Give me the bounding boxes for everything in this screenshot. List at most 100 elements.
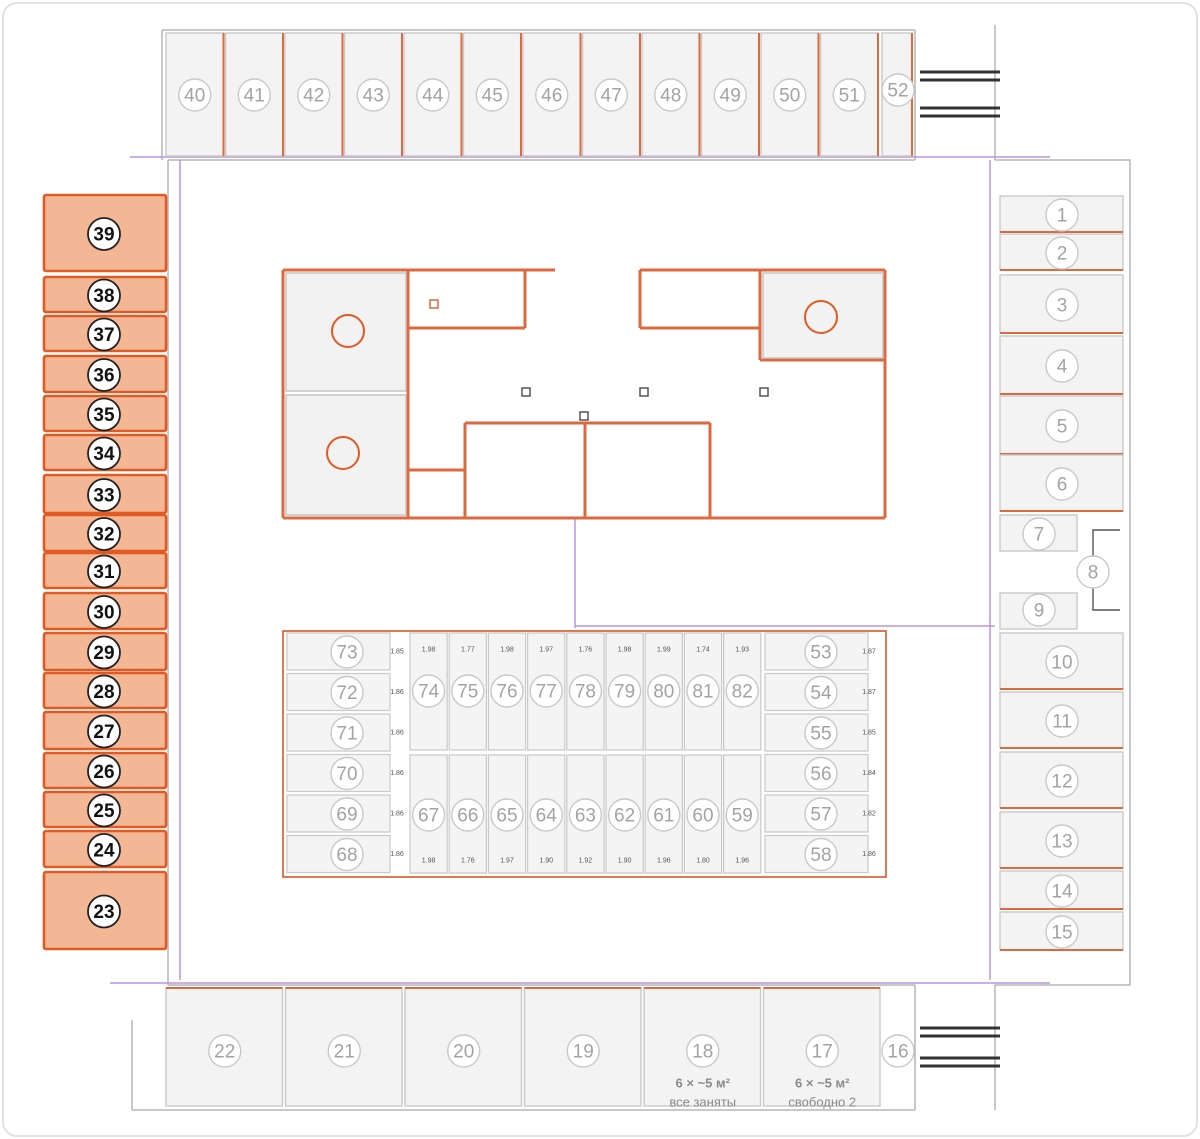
number-circle (881, 1034, 915, 1068)
number-circle (594, 78, 628, 112)
booth-number-text: 78 (575, 682, 596, 703)
booth-number-text: 5 (1057, 417, 1068, 438)
booth-number-highlight: 32 (87, 517, 121, 551)
booth-number: 59 (725, 798, 759, 832)
number-circle (529, 798, 563, 832)
number-circle (804, 635, 838, 669)
booth-dimension: 1.84 (862, 770, 876, 777)
number-circle (1045, 874, 1079, 908)
booth-number-highlight: 31 (87, 554, 121, 589)
booth-number: 4 (1045, 349, 1079, 383)
booth-number-text: 42 (303, 86, 324, 107)
booth-number-highlight: 36 (87, 358, 121, 392)
booth-dimension: 1.98 (422, 647, 436, 654)
booth-number-highlight: 34 (87, 436, 121, 471)
booth-dimension: 1.74 (696, 647, 710, 654)
number-circle (1076, 555, 1110, 589)
number-circle (804, 716, 838, 750)
booth-number: 68 (330, 837, 364, 872)
booth-number: 12 (1045, 764, 1079, 798)
number-circle (1045, 915, 1079, 949)
office-block (281, 268, 887, 520)
booth-dimension: 1.90 (618, 858, 632, 865)
booth-number: 72 (330, 675, 364, 710)
number-circle (568, 674, 603, 708)
booth-number-text: 4 (1057, 357, 1068, 378)
number-circle (490, 674, 524, 708)
number-circle (607, 674, 642, 708)
booth-dimension: 1.96 (657, 858, 671, 865)
booth-dimension: 1.86 (390, 851, 404, 858)
booth-number-text: 35 (93, 405, 115, 426)
booth-dimension: 1.85 (862, 730, 876, 737)
booth-number-text: 46 (541, 86, 562, 107)
booth-number-text: 27 (93, 722, 114, 743)
booth-dimension: 1.96 (735, 858, 749, 865)
marker-circle (326, 436, 360, 470)
number-circle (297, 78, 331, 112)
number-circle (87, 397, 121, 432)
booth-number-text: 28 (93, 682, 114, 703)
number-circle (330, 837, 364, 872)
booth-number-text: 55 (810, 724, 831, 745)
booth-status: свободно 2 (788, 1095, 856, 1110)
booth-number-text: 20 (453, 1042, 474, 1063)
booth-number-text: 15 (1051, 923, 1072, 944)
number-circle (1045, 645, 1079, 679)
number-circle (725, 674, 759, 708)
booth-number-highlight: 23 (87, 894, 121, 929)
booth-number-text: 82 (732, 682, 753, 703)
booth-number-text: 24 (93, 841, 115, 862)
booth-number-text: 50 (779, 86, 800, 107)
number-circle (647, 674, 681, 708)
booth-number: 81 (686, 674, 720, 708)
marker-circle (331, 314, 365, 348)
booth-number: 54 (804, 675, 838, 710)
number-circle (773, 78, 807, 112)
number-circle (330, 756, 364, 791)
booth-number-text: 74 (418, 682, 440, 703)
number-circle (1045, 236, 1079, 270)
booth-dimension: 1.87 (862, 649, 876, 656)
booth-number-text: 10 (1051, 653, 1072, 674)
booth-number-text: 81 (692, 682, 713, 703)
number-circle (237, 78, 271, 112)
booth-dimension: 1.77 (461, 647, 475, 654)
booth-number: 82 (725, 674, 759, 708)
number-circle (475, 78, 509, 112)
booth-number-text: 60 (692, 806, 713, 827)
booth-number: 67 (411, 798, 446, 832)
booth-number: 15 (1045, 915, 1079, 949)
booth-number-text: 75 (457, 682, 478, 703)
booth-number-highlight: 27 (87, 714, 121, 749)
number-circle (87, 436, 121, 471)
number-circle (607, 798, 642, 832)
booth-number-text: 8 (1088, 563, 1099, 584)
booth-number-text: 12 (1051, 772, 1072, 793)
number-circle (330, 635, 364, 669)
stairs (920, 70, 1000, 1068)
booth-top[interactable] (700, 32, 760, 157)
booth-number: 65 (490, 798, 524, 832)
booth-top[interactable] (522, 32, 582, 157)
booth-number-text: 9 (1034, 601, 1045, 622)
booth-number: 79 (607, 674, 642, 708)
number-circle (87, 754, 121, 789)
number-circle (208, 1034, 242, 1068)
booth-number-text: 49 (720, 86, 741, 107)
booth-dimension: 1.80 (696, 858, 710, 865)
booth-number-highlight: 26 (87, 754, 121, 789)
booth-dimension: 1.86 (390, 770, 404, 777)
number-circle (87, 554, 121, 589)
booth-number-text: 79 (614, 682, 635, 703)
booth-number-text: 19 (573, 1042, 594, 1063)
booth-number: 46 (535, 78, 569, 112)
booth-number-text: 11 (1052, 712, 1072, 733)
booth-number-text: 58 (810, 845, 831, 866)
number-circle (804, 756, 838, 791)
booth-number-text: 80 (653, 682, 674, 703)
booth-number: 1 (1045, 198, 1079, 232)
booth-number-text: 56 (810, 764, 831, 785)
booth-number-text: 3 (1057, 296, 1068, 317)
